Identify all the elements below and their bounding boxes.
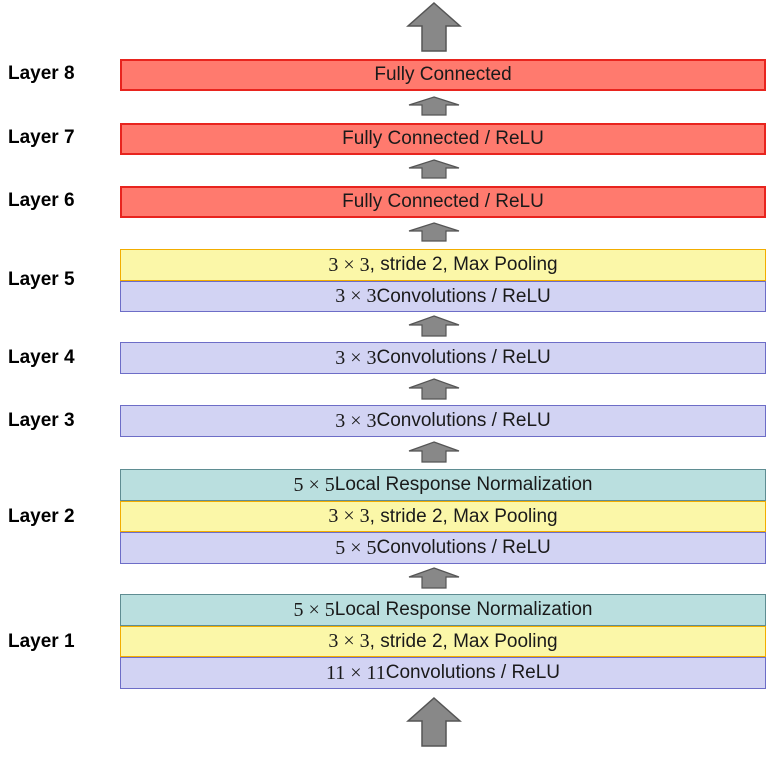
- block-text: Convolutions / ReLU: [376, 285, 551, 307]
- kernel-size: 11 × 11: [325, 661, 386, 684]
- up-arrow-icon: [408, 222, 460, 242]
- layer-7-fully-connected-block: Fully Connected / ReLU: [120, 123, 766, 155]
- layer-3-convolution-block: 3 × 3 Convolutions / ReLU: [120, 405, 766, 437]
- layer-2-normalization-block: 5 × 5 Local Response Normalization: [120, 469, 766, 501]
- layer-8-fully-connected-block: Fully Connected: [120, 59, 766, 91]
- block-text: Convolutions / ReLU: [376, 537, 551, 558]
- layer-7-label: Layer 7: [8, 127, 75, 148]
- layer-4-label: Layer 4: [8, 347, 75, 368]
- block-text: Convolutions / ReLU: [385, 662, 561, 683]
- kernel-size: 3 × 3: [328, 253, 370, 276]
- block-text: Fully Connected / ReLU: [342, 128, 544, 149]
- block-text: Local Response Normalization: [334, 599, 593, 620]
- up-arrow-icon: [408, 378, 460, 400]
- block-text: Local Response Normalization: [334, 474, 593, 495]
- kernel-size: 5 × 5: [293, 598, 335, 621]
- kernel-size: 3 × 3: [335, 346, 377, 369]
- kernel-size: 3 × 3: [328, 630, 370, 652]
- layer-2-convolution-block: 5 × 5 Convolutions / ReLU: [120, 532, 766, 564]
- layer-3-label: Layer 3: [8, 410, 75, 431]
- block-text: Convolutions / ReLU: [376, 347, 551, 368]
- layer-5-pooling-block: 3 × 3 , stride 2, Max Pooling: [120, 249, 766, 281]
- kernel-size: 3 × 3: [335, 409, 377, 432]
- layer-6-label: Layer 6: [8, 190, 75, 211]
- block-text: , stride 2, Max Pooling: [369, 630, 558, 652]
- layer-5-label: Layer 5: [8, 269, 75, 290]
- up-arrow-icon: [406, 2, 462, 52]
- layer-5-convolution-block: 3 × 3 Convolutions / ReLU: [120, 281, 766, 312]
- layer-6-fully-connected-block: Fully Connected / ReLU: [120, 186, 766, 218]
- block-text: , stride 2, Max Pooling: [369, 254, 558, 275]
- up-arrow-icon: [406, 697, 462, 747]
- layer-2-label: Layer 2: [8, 506, 75, 527]
- layer-4-convolution-block: 3 × 3 Convolutions / ReLU: [120, 342, 766, 374]
- block-text: Fully Connected / ReLU: [342, 191, 544, 212]
- up-arrow-icon: [408, 567, 460, 589]
- up-arrow-icon: [408, 96, 460, 116]
- kernel-size: 5 × 5: [293, 473, 335, 496]
- layer-8-label: Layer 8: [8, 63, 75, 84]
- kernel-size: 3 × 3: [335, 285, 377, 307]
- block-text: Convolutions / ReLU: [376, 410, 551, 431]
- layer-1-convolution-block: 11 × 11 Convolutions / ReLU: [120, 657, 766, 689]
- kernel-size: 5 × 5: [335, 536, 377, 559]
- kernel-size: 3 × 3: [328, 505, 370, 527]
- up-arrow-icon: [408, 315, 460, 337]
- up-arrow-icon: [408, 441, 460, 463]
- layer-1-pooling-block: 3 × 3 , stride 2, Max Pooling: [120, 626, 766, 657]
- layer-2-pooling-block: 3 × 3 , stride 2, Max Pooling: [120, 501, 766, 532]
- layer-1-label: Layer 1: [8, 631, 75, 652]
- up-arrow-icon: [408, 159, 460, 179]
- block-text: Fully Connected: [374, 64, 512, 85]
- layer-1-normalization-block: 5 × 5 Local Response Normalization: [120, 594, 766, 626]
- block-text: , stride 2, Max Pooling: [369, 505, 558, 527]
